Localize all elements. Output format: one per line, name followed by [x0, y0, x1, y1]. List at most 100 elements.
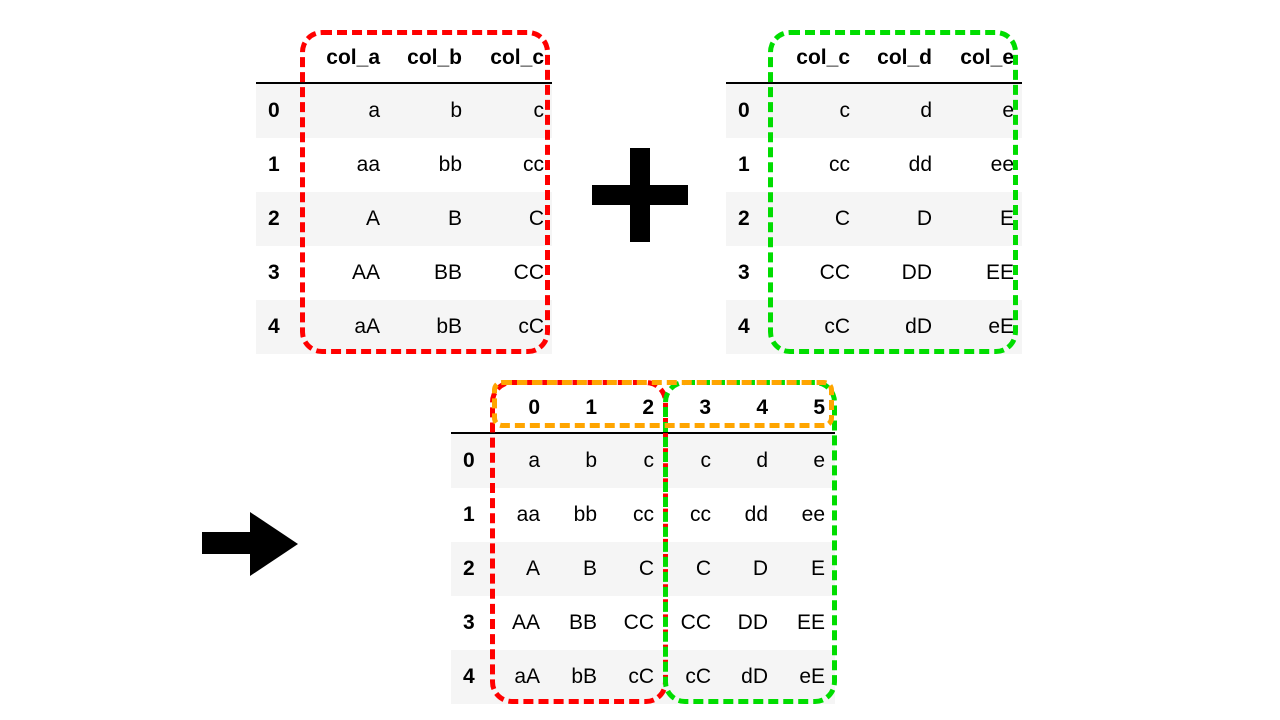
table-cell: C	[834, 207, 850, 230]
row-index: 4	[738, 315, 750, 338]
table-cell: cc	[829, 153, 850, 176]
header-divider	[726, 82, 1022, 84]
arrow-right-icon	[202, 512, 298, 576]
table-cell: C	[528, 207, 544, 230]
table-cell: CC	[680, 611, 711, 634]
table-cell: EE	[796, 611, 825, 634]
row-index: 1	[463, 503, 475, 526]
column-header-row: 0 1 2 3 4 5	[451, 382, 835, 432]
table-row: 3 AA BB CC	[256, 246, 552, 300]
column-header: col_c	[796, 46, 850, 69]
table-cell: DD	[737, 611, 768, 634]
table-cell: D	[916, 207, 932, 230]
row-index: 0	[268, 99, 280, 122]
row-index: 3	[463, 611, 475, 634]
column-header: 3	[699, 396, 711, 419]
table-cell: AA	[351, 261, 380, 284]
table-cell: CC	[513, 261, 544, 284]
table-cell: b	[585, 449, 597, 472]
table-row: 2 C D E	[726, 192, 1022, 246]
table-row: 1 aa bb cc	[256, 138, 552, 192]
table-cell: e	[1002, 99, 1014, 122]
table-cell: dd	[908, 153, 932, 176]
row-index: 2	[738, 207, 750, 230]
column-header: 0	[528, 396, 540, 419]
table-row: 1 cc dd ee	[726, 138, 1022, 192]
table-cell: E	[810, 557, 825, 580]
table-cell: c	[700, 449, 712, 472]
column-header: 5	[813, 396, 825, 419]
table-cell: aa	[516, 503, 540, 526]
table-cell: A	[525, 557, 540, 580]
table-cell: DD	[901, 261, 932, 284]
table-row: 2 A B C	[256, 192, 552, 246]
table-cell: B	[447, 207, 462, 230]
table-row: 3 CC DD EE	[726, 246, 1022, 300]
column-header: col_b	[407, 46, 462, 69]
table-cell: c	[533, 99, 545, 122]
column-header: 1	[585, 396, 597, 419]
table-cell: BB	[433, 261, 462, 284]
table-cell: A	[365, 207, 380, 230]
column-header: 4	[756, 396, 768, 419]
table-cell: d	[920, 99, 932, 122]
table-cell: b	[450, 99, 462, 122]
table-cell: EE	[985, 261, 1014, 284]
row-index: 4	[268, 315, 280, 338]
row-index: 1	[738, 153, 750, 176]
table-cell: bB	[571, 665, 597, 688]
table-cell: E	[999, 207, 1014, 230]
table-cell: aa	[356, 153, 380, 176]
column-header: col_d	[877, 46, 932, 69]
row-index: 2	[463, 557, 475, 580]
table-cell: CC	[623, 611, 654, 634]
table-row: 0 a b c c d e	[451, 434, 835, 488]
row-index: 3	[268, 261, 280, 284]
table-cell: bB	[436, 315, 462, 338]
header-divider	[451, 432, 835, 434]
table-cell: aA	[514, 665, 540, 688]
row-index: 3	[738, 261, 750, 284]
table-row: 2 A B C C D E	[451, 542, 835, 596]
table-cell: B	[582, 557, 597, 580]
table-cell: dD	[905, 315, 932, 338]
table-cell: cC	[824, 315, 850, 338]
row-index: 0	[738, 99, 750, 122]
table-cell: cc	[633, 503, 654, 526]
table-cell: C	[638, 557, 654, 580]
table-cell: a	[368, 99, 380, 122]
result-left-columns-highlight	[490, 380, 668, 704]
table-cell: e	[813, 449, 825, 472]
table-cell: ee	[990, 153, 1014, 176]
table-cell: bb	[573, 503, 597, 526]
left-columns-highlight	[300, 30, 550, 354]
table-row: 0 a b c	[256, 84, 552, 138]
table-cell: CC	[819, 261, 850, 284]
header-divider	[256, 82, 552, 84]
column-header: col_a	[326, 46, 380, 69]
result-right-columns-highlight	[663, 380, 837, 704]
row-index: 1	[268, 153, 280, 176]
table-cell: bb	[438, 153, 462, 176]
right-columns-highlight	[768, 30, 1018, 354]
row-index: 0	[463, 449, 475, 472]
table-cell: dd	[744, 503, 768, 526]
table-cell: dD	[741, 665, 768, 688]
table-cell: a	[528, 449, 540, 472]
table-cell: d	[756, 449, 768, 472]
column-header: 2	[642, 396, 654, 419]
table-cell: aA	[354, 315, 380, 338]
result-header-highlight	[492, 380, 834, 428]
plus-icon	[592, 148, 688, 242]
table-cell: AA	[511, 611, 540, 634]
row-index: 2	[268, 207, 280, 230]
table-cell: c	[643, 449, 655, 472]
table-cell: cc	[690, 503, 711, 526]
table-cell: C	[695, 557, 711, 580]
table-cell: D	[752, 557, 768, 580]
table-cell: cc	[523, 153, 544, 176]
